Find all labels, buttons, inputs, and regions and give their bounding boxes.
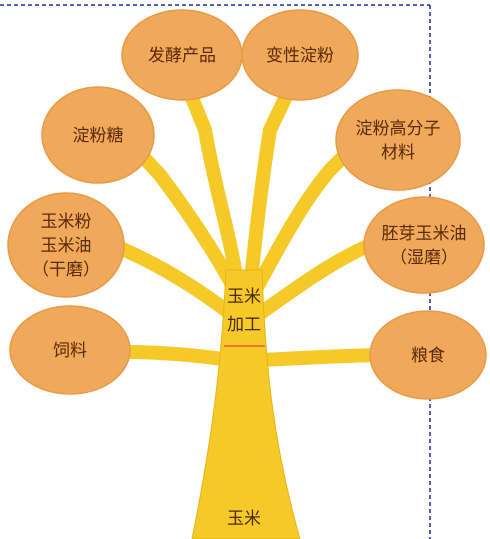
node-starch-sugar: 淀粉糖 — [41, 86, 155, 184]
tree-trunk — [191, 269, 301, 539]
node-label: 饲料 — [53, 341, 87, 361]
trunk-top-label-line2: 加工 — [227, 315, 261, 335]
node-circle — [41, 86, 155, 184]
node-label: 玉米粉 — [41, 212, 92, 232]
node-label: 发酵产品 — [148, 46, 216, 66]
node-label: 变性淀粉 — [266, 46, 334, 66]
node-germ-oil: 胚芽玉米油 （湿磨） — [363, 196, 485, 294]
node-feed: 饲料 — [9, 305, 131, 395]
node-label: （湿磨） — [390, 248, 458, 268]
node-circle — [369, 310, 487, 400]
trunk-base-label: 玉米 — [227, 509, 261, 529]
node-fermentation: 发酵产品 — [121, 9, 243, 101]
trunk-top-label-line1: 玉米 — [227, 287, 261, 307]
node-modified-starch: 变性淀粉 — [241, 9, 359, 101]
node-circle — [9, 305, 131, 395]
node-label: 胚芽玉米油 — [382, 224, 467, 244]
branch-modified-starch — [243, 81, 297, 297]
node-circle — [363, 196, 485, 294]
node-circle — [7, 192, 125, 298]
node-label: 粮食 — [411, 346, 445, 366]
node-label: （干磨） — [32, 260, 100, 280]
branch-corn-flour — [113, 241, 239, 322]
branch-grain — [255, 348, 382, 367]
node-label: 淀粉高分子 — [356, 119, 441, 139]
branch-germ-oil — [251, 238, 377, 322]
node-label: 玉米油 — [41, 236, 92, 256]
node-circle — [241, 9, 359, 101]
node-circle — [335, 89, 461, 191]
node-label: 材料 — [381, 143, 415, 163]
branch-feed — [118, 345, 237, 367]
node-grain: 粮食 — [369, 310, 487, 400]
node-label: 淀粉糖 — [73, 126, 124, 146]
